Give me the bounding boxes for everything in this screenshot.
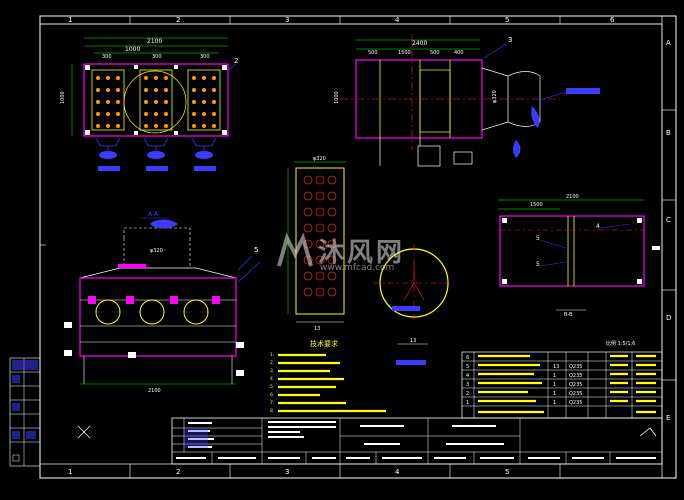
column-labels: 1 2 3 4 5 6 1 2 3 4 5 [68, 16, 615, 476]
cross-mark [77, 425, 91, 439]
row-label: A [666, 39, 671, 47]
col-label: 2 [176, 16, 180, 24]
dim-label: 1000 [60, 91, 66, 104]
watermark-url: www.mfcad.com [320, 263, 395, 273]
row-label: E [666, 414, 670, 422]
view-label: 13 [314, 326, 320, 332]
callout-number: 5 [254, 246, 258, 254]
dim-label: 2100 [566, 194, 579, 200]
dim-label: 1500 [398, 50, 411, 56]
dim-label: 1500 [530, 202, 543, 208]
col-label: 5 [505, 468, 509, 476]
table-cell: Q235 [569, 364, 582, 370]
part-label: 5 [536, 261, 540, 268]
col-label: 1 [68, 16, 72, 24]
dim-label: 300 [152, 54, 162, 60]
row-labels: A B C D E [666, 39, 671, 422]
table-cell: 1 [553, 391, 556, 397]
col-label: 3 [285, 16, 289, 24]
note-line: 4. [270, 376, 274, 382]
callout-number: 3 [508, 36, 512, 44]
parts-list-table: 比例 1:5/1:6 6 5 4 3 2 1 13 1 1 1 [461, 340, 663, 419]
technical-notes: 技术要求 1. 2. 3. 4. 5. 6. 7. 8. [270, 339, 386, 414]
dim-label: φ320 [150, 248, 163, 254]
section-label: B-B [564, 312, 573, 318]
col-label: 2 [176, 468, 180, 476]
dim-label: 300 [102, 54, 112, 60]
table-cell: 1 [553, 400, 556, 406]
note-line: 7. [270, 400, 274, 406]
table-cell: 3 [466, 382, 469, 388]
col-label: 5 [505, 16, 509, 24]
mfcad-logo-icon [277, 232, 313, 267]
table-cell: Q235 [569, 391, 582, 397]
table-cell: Q235 [569, 400, 582, 406]
dim-label: 1000 [125, 46, 140, 53]
callout-number: 2 [234, 57, 238, 65]
top-right-elevation-view: 2400 500 1500 500 400 φ320 1000 3 [334, 34, 600, 167]
dim-label: 300 [200, 54, 210, 60]
section-view-bb: 2100 1500 5 4 5 B-B [498, 194, 660, 318]
scale-text: 比例 1:5/1:6 [606, 340, 635, 347]
col-label: 3 [285, 468, 289, 476]
dim-label: 2100 [148, 388, 161, 394]
dim-label: φ320 [492, 90, 498, 103]
col-label: 1 [68, 468, 72, 476]
left-side-strip [9, 357, 41, 467]
note-line: 6. [270, 392, 274, 398]
note-line: 5. [270, 384, 274, 390]
top-left-plan-view: 2100 1000 300 300 300 [60, 37, 238, 171]
table-cell: 1 [553, 382, 556, 388]
table-cell: Q235 [569, 373, 582, 379]
dim-label: 500 [368, 50, 378, 56]
col-label: 4 [395, 468, 400, 476]
dim-label: 2100 [147, 38, 162, 45]
part-label: 4 [596, 223, 600, 230]
title-block [171, 417, 663, 465]
row-label: B [666, 129, 671, 137]
circular-plate-view: 13 [374, 244, 454, 365]
watermark-brand: 沐风网 [318, 238, 406, 268]
filter-plate-view: φ320 13 [287, 156, 346, 332]
note-line: 8. [270, 408, 274, 414]
row-label: C [666, 216, 671, 224]
note-line: 2. [270, 360, 274, 366]
dim-label: 2400 [412, 40, 427, 47]
table-cell: 1 [466, 400, 469, 406]
view-label: 13 [410, 338, 416, 344]
front-section-view-aa: A-A φ320 2100 5 [64, 211, 261, 394]
notes-heading: 技术要求 [310, 339, 338, 348]
row-label: D [666, 314, 671, 322]
table-cell: 5 [466, 364, 469, 370]
note-line: 3. [270, 368, 274, 374]
dim-label: φ320 [313, 156, 326, 162]
table-cell: 6 [466, 355, 469, 361]
table-cell: Q235 [569, 382, 582, 388]
table-cell: 13 [553, 364, 559, 370]
table-cell: 2 [466, 391, 469, 397]
note-line: 1. [270, 352, 274, 358]
table-cell: 1 [553, 373, 556, 379]
col-label: 6 [610, 16, 615, 24]
section-label: A-A [148, 211, 159, 218]
col-label: 4 [395, 16, 400, 24]
table-cell: 4 [466, 373, 469, 379]
part-label: 5 [536, 235, 540, 242]
dim-label: 500 [430, 50, 440, 56]
dim-label: 400 [454, 50, 464, 56]
dim-label: 1000 [334, 91, 340, 104]
